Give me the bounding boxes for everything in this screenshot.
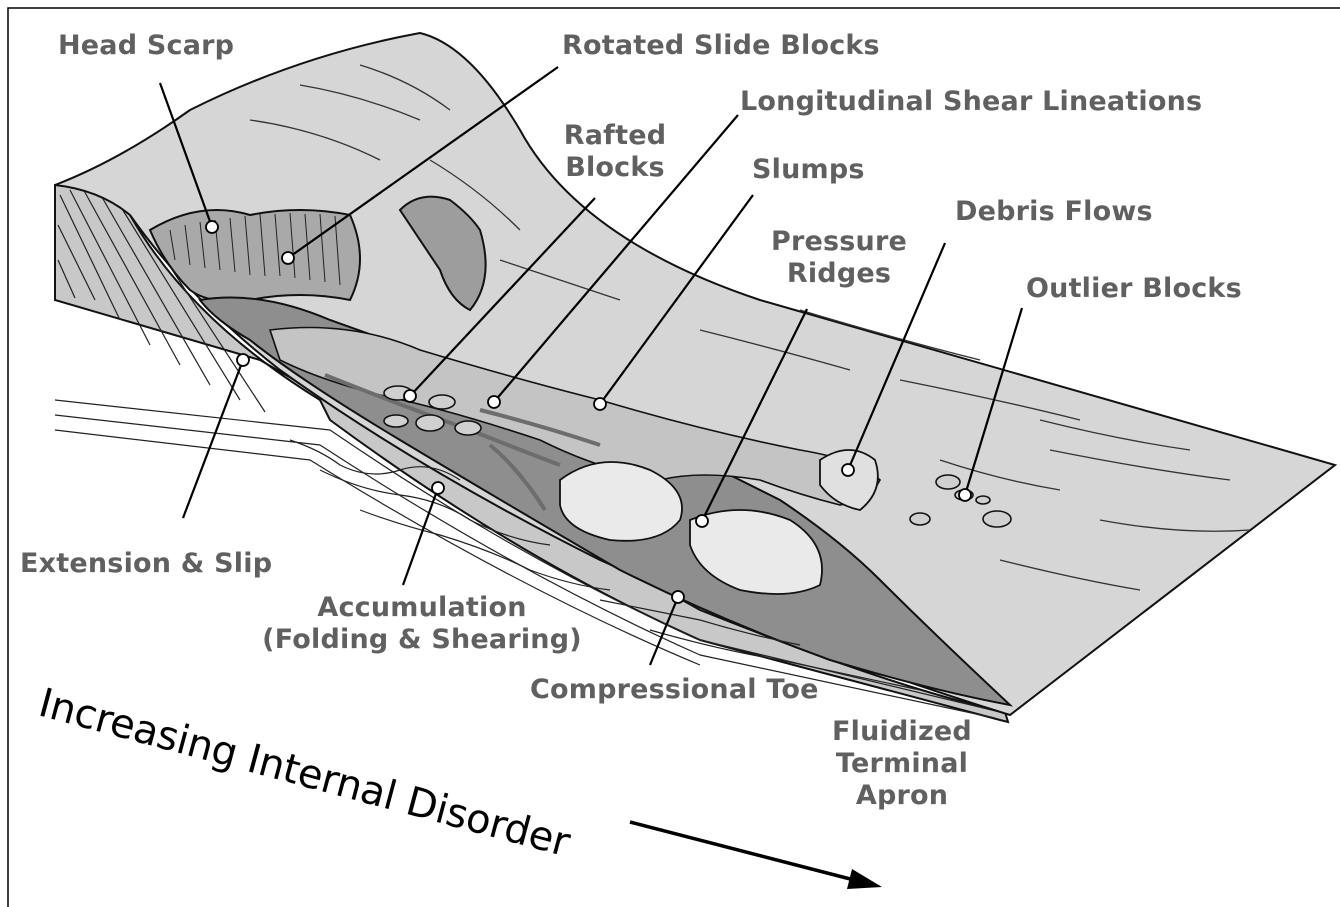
- label-compressional-toe: Compressional Toe: [530, 674, 819, 706]
- disorder-arrow: [630, 822, 882, 889]
- label-rotated-slide-blocks: Rotated Slide Blocks: [562, 30, 880, 62]
- label-head-scarp: Head Scarp: [58, 30, 234, 62]
- label-slumps: Slumps: [752, 154, 865, 186]
- fluidized-line-1: Fluidized: [822, 716, 982, 748]
- label-debris-flows: Debris Flows: [955, 196, 1153, 228]
- label-longitudinal-shear-lineations: Longitudinal Shear Lineations: [740, 86, 1202, 118]
- pressure-ridges-line-2: Ridges: [764, 258, 914, 290]
- label-fluidized-terminal-apron: Fluidized Terminal Apron: [822, 716, 982, 812]
- label-extension-slip: Extension & Slip: [20, 548, 272, 580]
- label-outlier-blocks: Outlier Blocks: [1026, 273, 1242, 305]
- fluidized-line-2: Terminal: [822, 748, 982, 780]
- label-accumulation: Accumulation (Folding & Shearing): [252, 592, 592, 655]
- accumulation-line-2: (Folding & Shearing): [252, 624, 592, 656]
- fluidized-line-3: Apron: [822, 780, 982, 812]
- rafted-blocks-line-2: Blocks: [555, 152, 675, 184]
- label-rafted-blocks: Rafted Blocks: [555, 120, 675, 183]
- pressure-ridges-line-1: Pressure: [764, 226, 914, 258]
- label-pressure-ridges: Pressure Ridges: [764, 226, 914, 289]
- rafted-blocks-line-1: Rafted: [555, 120, 675, 152]
- accumulation-line-1: Accumulation: [252, 592, 592, 624]
